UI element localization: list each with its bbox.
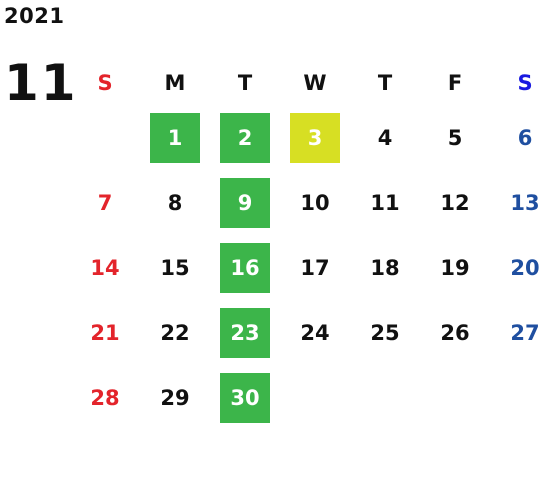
day-cell: 15 bbox=[140, 235, 210, 300]
day-cell: 13 bbox=[490, 170, 548, 235]
day-number: 20 bbox=[510, 255, 540, 280]
day-number: 25 bbox=[370, 320, 400, 345]
day-number: 29 bbox=[160, 385, 190, 410]
day-number: 10 bbox=[300, 190, 330, 215]
day-cell: 7 bbox=[70, 170, 140, 235]
day-cell: 2 bbox=[210, 105, 280, 170]
day-number: 9 bbox=[237, 190, 253, 215]
day-number: 26 bbox=[440, 320, 470, 345]
day-cell: 9 bbox=[210, 170, 280, 235]
day-number: 27 bbox=[510, 320, 540, 345]
weekday-header-saturday: S bbox=[517, 70, 533, 95]
day-cell: 20 bbox=[490, 235, 548, 300]
day-cell: 21 bbox=[70, 300, 140, 365]
day-number: 7 bbox=[97, 190, 113, 215]
day-number: 6 bbox=[517, 125, 533, 150]
day-cell: 16 bbox=[210, 235, 280, 300]
day-cell: 10 bbox=[280, 170, 350, 235]
day-cell: 29 bbox=[140, 365, 210, 430]
day-cell: 8 bbox=[140, 170, 210, 235]
day-cell: 4 bbox=[350, 105, 420, 170]
weekday-header-wednesday: W bbox=[303, 70, 327, 95]
day-cell: 3 bbox=[280, 105, 350, 170]
empty-day-cell bbox=[490, 365, 548, 430]
month-number: 11 bbox=[4, 54, 78, 112]
empty-day-cell bbox=[70, 105, 140, 170]
day-cell: 26 bbox=[420, 300, 490, 365]
day-cell: 19 bbox=[420, 235, 490, 300]
year-label: 2021 bbox=[4, 4, 65, 28]
day-cell: 24 bbox=[280, 300, 350, 365]
day-number: 30 bbox=[230, 385, 260, 410]
day-cell: 22 bbox=[140, 300, 210, 365]
day-number: 19 bbox=[440, 255, 470, 280]
day-cell: 11 bbox=[350, 170, 420, 235]
day-number: 17 bbox=[300, 255, 330, 280]
day-cell: 18 bbox=[350, 235, 420, 300]
day-number: 23 bbox=[230, 320, 260, 345]
weekday-header-monday: M bbox=[164, 70, 186, 95]
day-cell: 30 bbox=[210, 365, 280, 430]
day-number: 5 bbox=[447, 125, 463, 150]
day-number: 11 bbox=[370, 190, 400, 215]
day-number: 18 bbox=[370, 255, 400, 280]
day-cell: 28 bbox=[70, 365, 140, 430]
day-number: 15 bbox=[160, 255, 190, 280]
day-number: 21 bbox=[90, 320, 120, 345]
day-number: 16 bbox=[230, 255, 260, 280]
day-number: 8 bbox=[167, 190, 183, 215]
day-cell: 27 bbox=[490, 300, 548, 365]
day-cell: 12 bbox=[420, 170, 490, 235]
day-number: 2 bbox=[237, 125, 253, 150]
weekday-header-thursday: T bbox=[377, 70, 393, 95]
day-cell: 6 bbox=[490, 105, 548, 170]
empty-day-cell bbox=[280, 365, 350, 430]
day-number: 14 bbox=[90, 255, 120, 280]
weekday-header-friday: F bbox=[447, 70, 463, 95]
weekday-header-tuesday: T bbox=[237, 70, 253, 95]
weekday-header-sunday: S bbox=[97, 70, 113, 95]
day-number: 22 bbox=[160, 320, 190, 345]
day-cell: 25 bbox=[350, 300, 420, 365]
day-number: 1 bbox=[167, 125, 183, 150]
day-cell: 5 bbox=[420, 105, 490, 170]
day-number: 13 bbox=[510, 190, 540, 215]
day-cell: 1 bbox=[140, 105, 210, 170]
day-number: 12 bbox=[440, 190, 470, 215]
empty-day-cell bbox=[420, 365, 490, 430]
day-cell: 14 bbox=[70, 235, 140, 300]
day-cell: 17 bbox=[280, 235, 350, 300]
day-number: 3 bbox=[307, 125, 323, 150]
day-cell: 23 bbox=[210, 300, 280, 365]
day-number: 28 bbox=[90, 385, 120, 410]
day-number: 4 bbox=[377, 125, 393, 150]
day-number: 24 bbox=[300, 320, 330, 345]
empty-day-cell bbox=[350, 365, 420, 430]
